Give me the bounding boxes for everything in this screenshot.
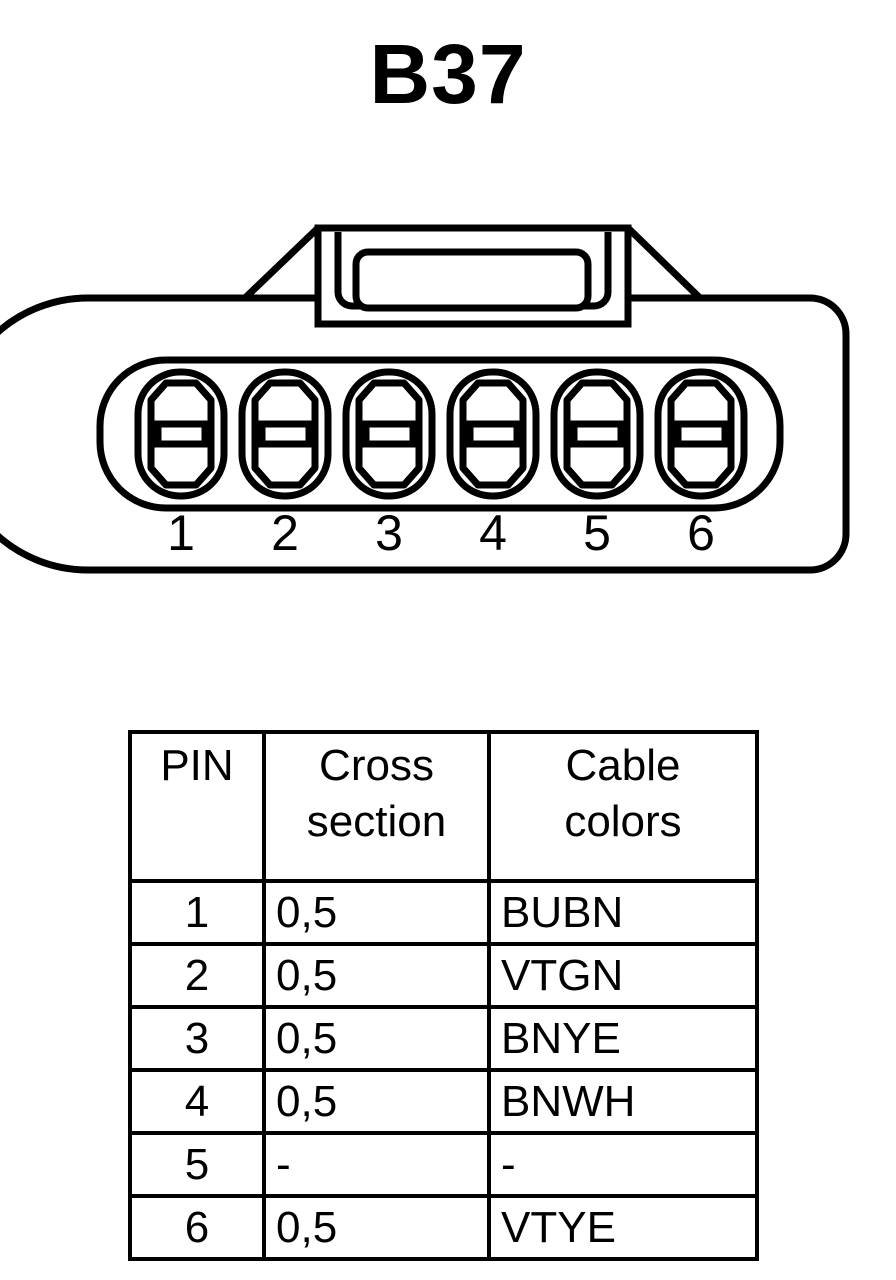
pin-cavity-4 bbox=[446, 368, 540, 500]
cell-cable-colors: BNYE bbox=[487, 1005, 759, 1072]
column-header-cable-colors-line2: colors bbox=[564, 797, 682, 846]
cell-pin: 2 bbox=[128, 942, 266, 1009]
cell-cable-colors: BNWH bbox=[487, 1068, 759, 1135]
cell-pin: 1 bbox=[128, 879, 266, 946]
cell-cross-section: 0,5 bbox=[262, 1068, 491, 1135]
pin-cavity-1-blade-slot bbox=[154, 420, 209, 448]
column-header-cable-colors: Cable colors bbox=[487, 730, 759, 883]
cell-cross-section: 0,5 bbox=[262, 942, 491, 1009]
pin-number-label-5: 5 bbox=[583, 505, 611, 561]
cell-pin: 4 bbox=[128, 1068, 266, 1135]
connector-diagram bbox=[0, 200, 896, 600]
column-header-cross-section-line2: section bbox=[306, 797, 447, 846]
table-row: 5 - - bbox=[128, 1131, 759, 1198]
pin-cavity-4-blade-slot bbox=[466, 420, 521, 448]
pin-cavity-1 bbox=[134, 368, 228, 500]
column-header-pin: PIN bbox=[128, 730, 266, 883]
pin-cavity-3 bbox=[342, 368, 436, 500]
cell-cable-colors: VTGN bbox=[487, 942, 759, 1009]
cell-pin: 5 bbox=[128, 1131, 266, 1198]
pin-number-label-4: 4 bbox=[479, 505, 507, 561]
cell-cross-section: - bbox=[262, 1131, 491, 1198]
column-header-cross-section-line1: Cross bbox=[319, 741, 434, 790]
table-row: 2 0,5 VTGN bbox=[128, 942, 759, 1009]
pin-number-label-2: 2 bbox=[271, 505, 299, 561]
pin-cavity-5-blade-slot bbox=[570, 420, 625, 448]
column-header-cable-colors-line1: Cable bbox=[565, 741, 681, 790]
cell-cross-section: 0,5 bbox=[262, 1194, 491, 1261]
table-row: 1 0,5 BUBN bbox=[128, 879, 759, 946]
cell-cross-section: 0,5 bbox=[262, 1005, 491, 1072]
column-header-cross-section: Cross section bbox=[262, 730, 491, 883]
pin-cavity-2-blade-slot bbox=[258, 420, 313, 448]
latch-window bbox=[352, 248, 592, 312]
pin-number-labels: 1 2 3 4 5 6 bbox=[0, 505, 896, 565]
table-row: 3 0,5 BNYE bbox=[128, 1005, 759, 1072]
pin-number-label-3: 3 bbox=[375, 505, 403, 561]
pin-cavity-6 bbox=[654, 368, 748, 500]
cell-cable-colors: VTYE bbox=[487, 1194, 759, 1261]
cell-cable-colors: - bbox=[487, 1131, 759, 1198]
connector-svg bbox=[0, 224, 850, 574]
page-title: B37 bbox=[369, 27, 527, 121]
latch-right-shoulder bbox=[624, 224, 704, 302]
cell-cable-colors: BUBN bbox=[487, 879, 759, 946]
pin-number-label-1: 1 bbox=[167, 505, 195, 561]
pin-cavity-5 bbox=[550, 368, 644, 500]
pinout-table: PIN Cross section Cable colors 1 0,5 BUB… bbox=[128, 730, 759, 1261]
latch-left-shoulder bbox=[241, 224, 322, 302]
cell-pin: 6 bbox=[128, 1194, 266, 1261]
pin-cavity-6-blade-slot bbox=[674, 420, 729, 448]
table-row: 6 0,5 VTYE bbox=[128, 1194, 759, 1261]
cell-pin: 3 bbox=[128, 1005, 266, 1072]
pin-cavity-2 bbox=[238, 368, 332, 500]
table-row: 4 0,5 BNWH bbox=[128, 1068, 759, 1135]
pin-number-label-6: 6 bbox=[687, 505, 715, 561]
table-header-row: PIN Cross section Cable colors bbox=[128, 730, 759, 883]
cell-cross-section: 0,5 bbox=[262, 879, 491, 946]
pin-cavity-3-blade-slot bbox=[362, 420, 417, 448]
